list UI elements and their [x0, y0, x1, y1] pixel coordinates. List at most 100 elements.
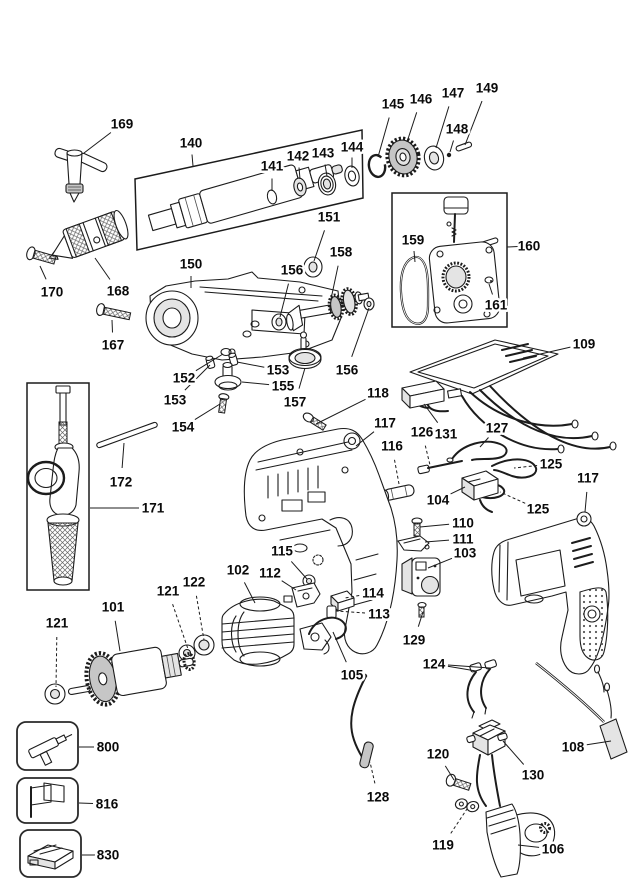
leader-line-170: [39, 265, 47, 280]
part-label-111: 111: [452, 532, 474, 547]
side-handle-art: [26, 385, 80, 586]
part-label-816: 816: [96, 797, 119, 812]
gear-shaft-158-art: [286, 287, 370, 332]
part-label-159: 159: [402, 233, 425, 248]
leader-line-160: [506, 246, 519, 248]
leader-line-115: [290, 561, 308, 580]
leader-line-103: [427, 557, 453, 569]
leader-line-102: [243, 582, 256, 604]
part-label-169: 169: [111, 117, 134, 132]
part-label-131: 131: [435, 427, 458, 442]
leader-line-152: [195, 353, 224, 372]
part-label-151: 151: [318, 210, 341, 225]
bearing-151-art: [303, 256, 323, 278]
gearcase-box: [391, 192, 508, 328]
leader-lines-layer: [39, 100, 612, 856]
leader-line-151: [313, 230, 325, 262]
leader-line-127: [479, 437, 489, 448]
part-label-109: 109: [573, 337, 596, 352]
part-label-145: 145: [382, 97, 405, 112]
part-label-121: 121: [46, 616, 69, 631]
spindle-rings-art: [266, 153, 387, 205]
part-label-143: 143: [312, 146, 335, 161]
part-label-128: 128: [367, 790, 390, 805]
part-label-119: 119: [432, 838, 454, 853]
field-leads-art: [409, 339, 617, 454]
leader-line-106: [517, 844, 540, 848]
part-label-114: 114: [362, 586, 384, 601]
part-label-124: 124: [423, 657, 446, 672]
ering-156b-art: [363, 297, 375, 311]
wire-128-art: [350, 673, 374, 769]
accessory-830-box: [19, 829, 82, 878]
ball-148-art: [446, 152, 452, 158]
parts-artwork: [16, 129, 628, 878]
leader-line-126: [424, 445, 431, 466]
wires-124-art: [466, 659, 497, 719]
leader-line-167: [111, 319, 113, 333]
leader-line-111: [424, 539, 450, 543]
leader-line-119: [450, 808, 468, 834]
chuck-art: [48, 209, 129, 260]
leader-line-117: [584, 491, 588, 513]
leader-line-122: [195, 595, 205, 641]
leader-line-105: [332, 631, 347, 663]
part-label-118: 118: [367, 386, 389, 401]
leader-line-124: [447, 664, 491, 669]
part-label-147: 147: [442, 86, 465, 101]
part-label-125: 125: [527, 502, 550, 517]
part-label-146: 146: [410, 92, 433, 107]
part-label-140: 140: [180, 136, 203, 151]
cord-protector-art: [475, 754, 556, 878]
wire-cluster-art: [417, 440, 538, 513]
part-label-170: 170: [41, 285, 64, 300]
ring-122-art: [193, 634, 215, 656]
leader-line-146: [406, 112, 418, 143]
pin-149-art: [455, 141, 473, 152]
leader-line-108: [586, 740, 612, 746]
chuck-key-art: [54, 147, 108, 203]
part-label-172: 172: [110, 475, 133, 490]
screw-167-art: [96, 303, 132, 321]
part-label-153: 153: [267, 363, 290, 378]
part-label-117: 117: [374, 416, 396, 431]
part-label-144: 144: [341, 140, 364, 155]
terminal-block-art: [466, 719, 508, 756]
part-label-160: 160: [518, 239, 541, 254]
part-label-103: 103: [454, 546, 477, 561]
part-label-113: 113: [368, 607, 390, 622]
part-label-155: 155: [272, 379, 295, 394]
leader-line-118: [315, 398, 366, 425]
leader-line-125: [499, 491, 526, 504]
part-label-101: 101: [102, 600, 125, 615]
leader-line-129: [417, 611, 424, 627]
leader-line-169: [83, 132, 112, 154]
part-label-141: 141: [261, 159, 284, 174]
part-label-167: 167: [102, 338, 125, 353]
leader-line-125: [513, 465, 538, 469]
brush-box-131-art: [401, 380, 445, 409]
leader-line-124: [447, 665, 477, 672]
leader-line-130: [502, 740, 525, 765]
leader-line-153: [236, 361, 265, 368]
leader-line-104: [450, 486, 466, 495]
accessory-816-box: [16, 777, 79, 824]
part-label-830: 830: [97, 848, 120, 863]
gear-146-art: [385, 136, 421, 178]
leader-line-140: [191, 154, 194, 167]
leader-line-131: [423, 403, 439, 423]
part-label-122: 122: [183, 575, 206, 590]
part-label-800: 800: [97, 740, 120, 755]
armature-art: [67, 646, 196, 707]
part-label-106: 106: [542, 842, 565, 857]
leader-line-112: [281, 580, 297, 591]
leader-line-156: [351, 307, 370, 357]
brush-hardware-art: [291, 574, 355, 655]
part-label-142: 142: [287, 149, 310, 164]
part-label-161: 161: [485, 298, 508, 313]
depth-rod-art: [96, 421, 158, 449]
leader-line-109: [522, 346, 571, 359]
part-label-120: 120: [427, 747, 450, 762]
